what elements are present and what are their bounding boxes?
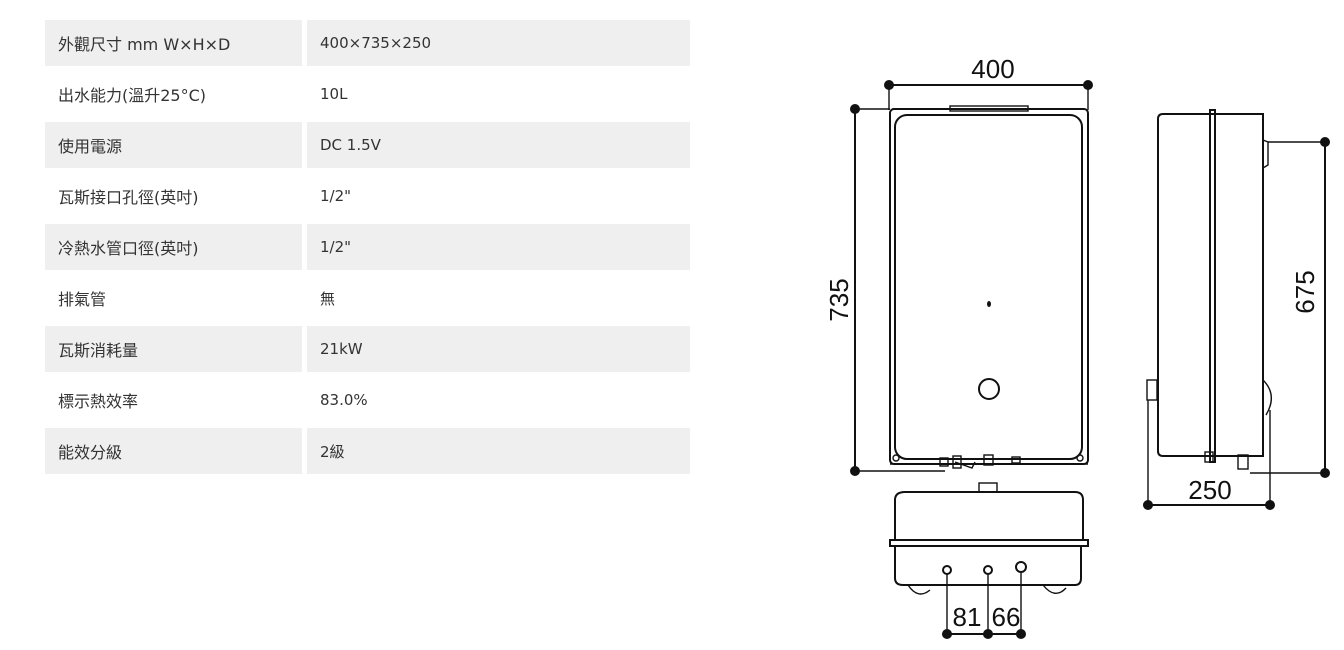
spec-row-efficiency: 標示熱效率 83.0% — [45, 377, 690, 428]
spec-value: 21kW — [307, 326, 690, 372]
spec-label: 冷熱水管口徑(英吋) — [45, 224, 302, 270]
dim-depth-label: 250 — [1188, 475, 1231, 505]
dim-pipe-spacing-1-label: 81 — [953, 602, 982, 632]
spec-row-energy-grade: 能效分級 2級 — [45, 428, 690, 479]
side-view: 675 250 — [1143, 109, 1330, 510]
spec-row-dimensions: 外觀尺寸 mm W×H×D 400×735×250 — [45, 20, 690, 71]
front-view: 400 735 — [824, 54, 1093, 476]
dim-pipe-spacing-2-label: 66 — [992, 602, 1021, 632]
spec-value: 83.0% — [320, 391, 368, 409]
spec-value: 400×735×250 — [307, 20, 690, 66]
spec-row-exhaust: 排氣管 無 — [45, 275, 690, 326]
spec-label: 瓦斯消耗量 — [45, 326, 302, 372]
dim-width-label: 400 — [971, 54, 1014, 84]
dim-height-label: 735 — [824, 278, 854, 321]
spec-table: 外觀尺寸 mm W×H×D 400×735×250 出水能力(溫升25°C) 1… — [45, 20, 690, 479]
spec-row-power: 使用電源 DC 1.5V — [45, 122, 690, 173]
spec-row-output: 出水能力(溫升25°C) 10L — [45, 71, 690, 122]
spec-value: DC 1.5V — [307, 122, 690, 168]
spec-value: 2級 — [307, 428, 690, 474]
spec-row-water-pipe: 冷熱水管口徑(英吋) 1/2" — [45, 224, 690, 275]
spec-value: 無 — [320, 289, 336, 308]
dim-side-height-label: 675 — [1290, 270, 1320, 313]
spec-row-gas-consumption: 瓦斯消耗量 21kW — [45, 326, 690, 377]
spec-label: 排氣管 — [58, 290, 107, 309]
spec-label: 使用電源 — [45, 122, 302, 168]
spec-row-gas-inlet: 瓦斯接口孔徑(英吋) 1/2" — [45, 173, 690, 224]
bottom-view: 81 66 — [889, 482, 1089, 639]
spec-label: 外觀尺寸 mm W×H×D — [45, 20, 302, 66]
spec-value: 1/2" — [320, 187, 352, 205]
spec-label: 瓦斯接口孔徑(英吋) — [58, 188, 199, 207]
spec-value: 10L — [320, 85, 348, 103]
spec-label: 出水能力(溫升25°C) — [58, 86, 207, 105]
spec-label: 能效分級 — [45, 428, 302, 474]
spec-value: 1/2" — [307, 224, 690, 270]
spec-label: 標示熱效率 — [58, 392, 139, 411]
